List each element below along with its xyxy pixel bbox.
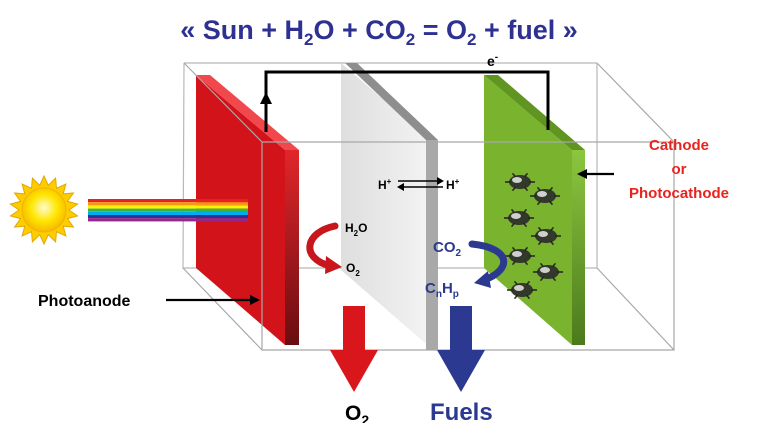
oxidation-arrowhead: [325, 256, 342, 274]
catalyst-clusters: [504, 172, 563, 300]
fuel-p: p: [453, 289, 459, 300]
membrane: [341, 63, 438, 350]
oxygen-product-base: O: [346, 261, 355, 275]
water-sub: 2: [354, 229, 359, 238]
water-end: O: [358, 221, 367, 235]
fuel-n: n: [436, 289, 442, 300]
electron-base: e: [487, 53, 495, 69]
o2-output-base: O: [345, 402, 361, 423]
title-part: « Sun + H: [180, 15, 304, 45]
exchange-arrows: [397, 177, 444, 191]
title-part: + fuel »: [476, 15, 577, 45]
title-part: = O: [415, 15, 467, 45]
cathode-plate: [484, 75, 585, 345]
beam-stripe: [88, 208, 248, 212]
proton-right: H+: [446, 177, 460, 192]
catalyst-cluster: [505, 172, 535, 192]
fuel-formula: CnHp: [425, 280, 459, 300]
proton-left-sup: +: [387, 177, 392, 186]
cathode-label-line2: or: [672, 161, 687, 178]
sun-icon: [9, 174, 79, 246]
catalyst-cluster: [507, 280, 537, 300]
title-sub: 2: [406, 30, 415, 49]
beam-stripe: [88, 202, 248, 206]
external-circuit: [260, 70, 550, 132]
beam-stripe: [88, 215, 248, 219]
catalyst-cluster: [530, 186, 560, 206]
cell-box-front: [182, 62, 675, 351]
cathode-pointer-head: [577, 169, 587, 179]
reduction-curved-arrow: [468, 240, 507, 284]
fuel-output-arrow: [437, 306, 485, 392]
reduction-arrowhead: [474, 271, 491, 288]
catalyst-cluster: [533, 262, 563, 282]
photoanode-pointer-head: [250, 295, 260, 305]
beam-stripe: [88, 211, 248, 215]
beam-stripe: [88, 205, 248, 209]
water-label: H2O: [345, 221, 367, 238]
sun-disk: [21, 187, 67, 233]
title-part: O + CO: [313, 15, 405, 45]
proton-right-base: H: [446, 178, 455, 192]
fuels-label: Fuels: [430, 399, 493, 423]
proton-left: H+: [378, 177, 392, 192]
beam-stripe: [88, 199, 248, 203]
proton-left-base: H: [378, 178, 387, 192]
cathode-label-line1: Cathode: [649, 137, 709, 154]
fuel-h: H: [442, 280, 453, 297]
co2-base: CO: [433, 239, 456, 256]
electron-label: e-: [487, 52, 498, 69]
catalyst-cluster: [504, 208, 534, 228]
proton-right-sup: +: [455, 177, 460, 186]
o2-output-sub: 2: [361, 412, 369, 423]
oxidation-curved-arrow: [306, 222, 339, 270]
catalyst-cluster: [531, 226, 561, 246]
water-base: H: [345, 221, 354, 235]
fuel-c: C: [425, 280, 436, 297]
co2-label: CO2: [433, 239, 462, 259]
catalyst-cluster: [505, 246, 535, 266]
electron-sup: -: [495, 52, 498, 63]
cathode-label-line3: Photocathode: [629, 185, 729, 202]
o2-output-label: O2: [345, 402, 369, 423]
equation-title: « Sun + H2O + CO2 = O2 + fuel »: [180, 15, 578, 49]
circuit-arrowhead: [260, 92, 272, 104]
photoanode-label: Photoanode: [38, 293, 131, 310]
co2-sub: 2: [456, 248, 462, 259]
light-beam: [88, 199, 248, 222]
cathode-label: Cathode or Photocathode: [629, 137, 729, 202]
beam-stripe: [88, 218, 248, 222]
title-sub: 2: [467, 30, 476, 49]
title-sub: 2: [304, 30, 313, 49]
oxygen-product-sub: 2: [355, 269, 360, 278]
o2-output-arrow: [330, 306, 378, 392]
oxygen-product: O2: [346, 261, 360, 278]
